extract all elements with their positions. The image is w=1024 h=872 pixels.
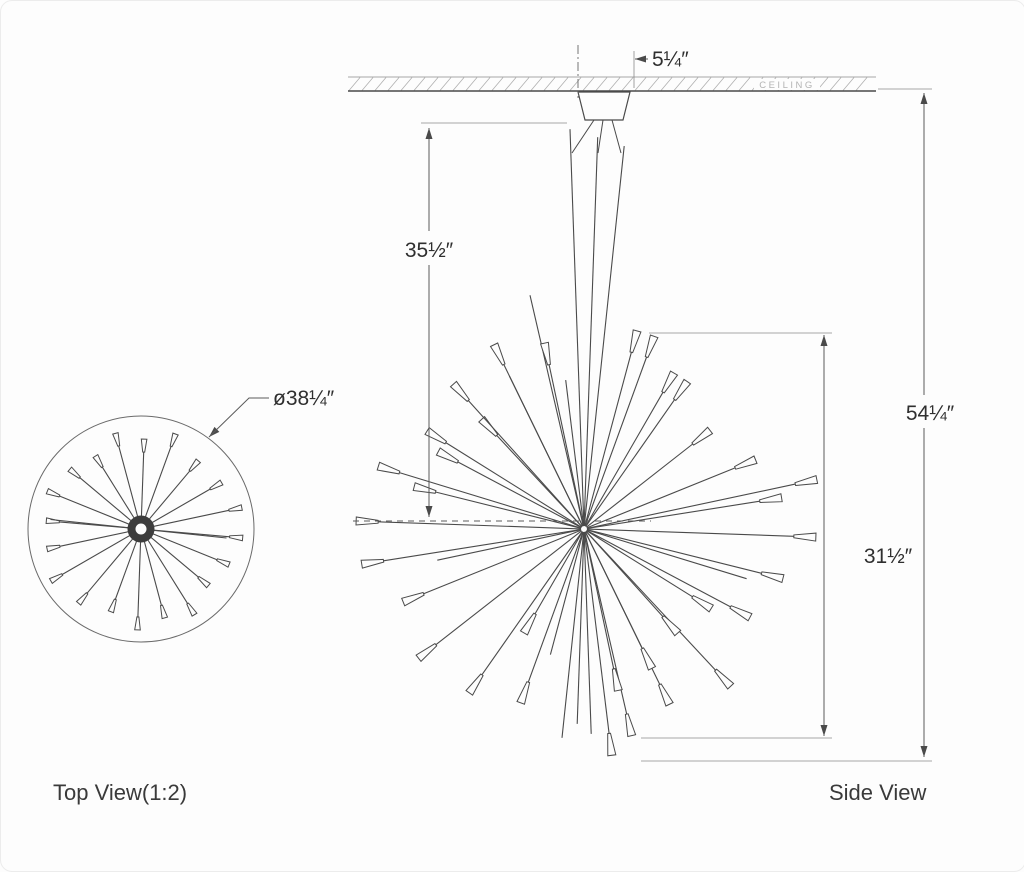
stem-cable xyxy=(571,119,595,154)
diameter-leader-line xyxy=(208,397,269,438)
canopy-assembly xyxy=(571,91,631,154)
ceiling-label-bg xyxy=(754,79,820,90)
drop-text-bg xyxy=(395,231,463,265)
dimension-canopy-width: 5¼″ xyxy=(652,48,689,71)
top-view-label: Top View(1:2) xyxy=(53,780,187,805)
top-view: ø38¼″ xyxy=(27,387,335,643)
side-view-label: Side View xyxy=(829,780,927,805)
dimension-drop: 35½″ xyxy=(405,239,454,262)
ceiling-label: CEILING xyxy=(759,80,815,91)
dimension-lines: 5¼″ 35½″ 31½″ 54¼″ xyxy=(209,45,967,762)
fixture-height-text-bg xyxy=(853,538,923,571)
dimension-overall-height: 54¼″ xyxy=(906,402,955,425)
overall-height-text-bg xyxy=(893,395,967,428)
side-view-drawing xyxy=(355,129,819,757)
dimension-fixture-height: 31½″ xyxy=(864,545,913,568)
ceiling-hatch xyxy=(348,77,868,91)
top-view-hub-center xyxy=(135,523,147,535)
top-view-drawing xyxy=(45,431,244,631)
canopy xyxy=(577,91,631,121)
dimension-diameter: ø38¼″ xyxy=(273,387,335,410)
ceiling: CEILING xyxy=(348,76,876,92)
stem-cable xyxy=(597,119,604,154)
stem-cable xyxy=(611,119,622,154)
